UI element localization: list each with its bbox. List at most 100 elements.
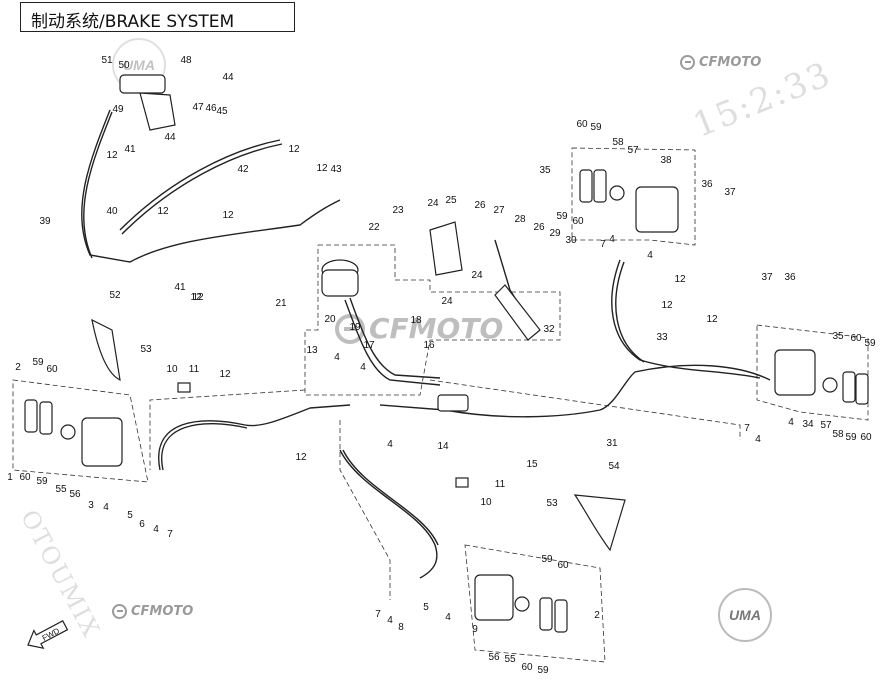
left-caliper-body — [81, 417, 123, 467]
upper-right-line — [611, 259, 761, 379]
part-callout-60: 60 — [557, 560, 569, 571]
part-callout-57: 57 — [627, 145, 639, 156]
left-pad-a — [24, 399, 38, 433]
part-callout-52: 52 — [109, 290, 121, 301]
part-callout-31: 31 — [606, 438, 618, 449]
left-caliper-outline — [12, 379, 149, 483]
part-callout-25: 25 — [445, 195, 457, 206]
part-callout-60: 60 — [572, 216, 584, 227]
part-callout-21: 21 — [275, 298, 287, 309]
part-callout-59: 59 — [32, 357, 44, 368]
rear-pad-a — [539, 597, 553, 631]
part-callout-12: 12 — [674, 274, 686, 285]
part-callout-12: 12 — [288, 144, 300, 155]
part-callout-34: 34 — [802, 419, 814, 430]
part-callout-56: 56 — [488, 652, 500, 663]
part-callout-50: 50 — [118, 60, 130, 71]
part-callout-49: 49 — [112, 104, 124, 115]
part-callout-39: 39 — [39, 216, 51, 227]
part-callout-19: 19 — [349, 322, 361, 333]
part-callout-17: 17 — [363, 340, 375, 351]
fluid-reservoir — [321, 269, 359, 297]
center-lower-outline — [339, 420, 391, 600]
right-pad-a — [842, 371, 856, 403]
part-callout-12: 12 — [295, 452, 307, 463]
part-callout-60: 60 — [576, 119, 588, 130]
upper-piston-seal — [609, 185, 625, 201]
hose-area-outline — [149, 389, 306, 470]
part-callout-48: 48 — [180, 55, 192, 66]
part-callout-33: 33 — [656, 332, 668, 343]
part-callout-12: 12 — [192, 292, 204, 303]
center-outline — [429, 379, 741, 440]
part-callout-14: 14 — [437, 441, 449, 452]
clip-10 — [177, 382, 191, 393]
part-callout-15: 15 — [526, 459, 538, 470]
part-callout-18: 18 — [410, 315, 422, 326]
part-callout-7: 7 — [600, 239, 606, 250]
part-callout-40: 40 — [106, 206, 118, 217]
brake-lines — [81, 109, 771, 579]
diagram-title: 制动系统/BRAKE SYSTEM — [31, 12, 235, 32]
part-callout-55: 55 — [55, 484, 67, 495]
part-callout-26: 26 — [533, 222, 545, 233]
part-callout-59: 59 — [590, 122, 602, 133]
uma-logo-text: UMA — [729, 607, 761, 623]
part-callout-55: 55 — [504, 654, 516, 665]
cfmoto-logo-text: CFMOTO — [699, 55, 762, 70]
part-callout-46: 46 — [205, 103, 217, 114]
upper-pad-b — [593, 169, 607, 203]
part-callout-11: 11 — [495, 479, 506, 490]
part-callout-35: 35 — [539, 165, 551, 176]
master-cylinder-outline — [304, 244, 561, 396]
part-callout-16: 16 — [423, 340, 435, 351]
part-callout-58: 58 — [832, 429, 844, 440]
part-callout-57: 57 — [820, 420, 832, 431]
front-left-hose-2 — [161, 423, 248, 471]
upper-hose — [119, 139, 281, 231]
right-pad-b — [855, 373, 869, 405]
part-callout-36: 36 — [701, 179, 713, 190]
part-callout-44: 44 — [222, 72, 234, 83]
title-box: 制动系统/BRAKE SYSTEM — [20, 2, 295, 32]
lever-bracket — [139, 92, 176, 131]
master-line-a — [344, 299, 441, 386]
upper-caliper-body — [635, 186, 679, 233]
part-callout-4: 4 — [360, 362, 366, 373]
part-callout-4: 4 — [788, 417, 794, 428]
part-callout-12: 12 — [661, 300, 673, 311]
left-pad-b — [39, 401, 53, 435]
fwd-arrow: FWD — [27, 620, 69, 650]
part-callout-38: 38 — [660, 155, 672, 166]
part-callout-60: 60 — [19, 472, 31, 483]
rear-piston-seal — [514, 596, 530, 612]
part-callout-60: 60 — [860, 432, 872, 443]
rear-disc-guard — [573, 494, 626, 552]
part-callout-58: 58 — [612, 137, 624, 148]
part-callout-47: 47 — [192, 102, 204, 113]
part-callout-59: 59 — [36, 476, 48, 487]
part-callout-23: 23 — [392, 205, 404, 216]
part-callout-24: 24 — [427, 198, 439, 209]
upper-caliper-outline — [571, 147, 696, 246]
part-callout-6: 6 — [139, 519, 145, 530]
part-callout-53: 53 — [140, 344, 152, 355]
cfmoto-logo-bottom: CFMOTO — [112, 604, 193, 619]
part-callout-36: 36 — [784, 272, 796, 283]
part-callout-60: 60 — [46, 364, 58, 375]
part-callout-2: 2 — [594, 610, 600, 621]
part-callout-54: 54 — [608, 461, 620, 472]
cfmoto-mark-icon — [335, 313, 365, 344]
part-callout-22: 22 — [368, 222, 380, 233]
part-callout-51: 51 — [101, 55, 113, 66]
part-callout-4: 4 — [755, 434, 761, 445]
cfmoto-mark-icon — [680, 55, 695, 70]
part-callout-20: 20 — [324, 314, 336, 325]
part-callout-9: 9 — [472, 624, 478, 635]
part-callout-4: 4 — [153, 524, 159, 535]
part-callout-44: 44 — [164, 132, 176, 143]
cross-line — [379, 364, 771, 418]
